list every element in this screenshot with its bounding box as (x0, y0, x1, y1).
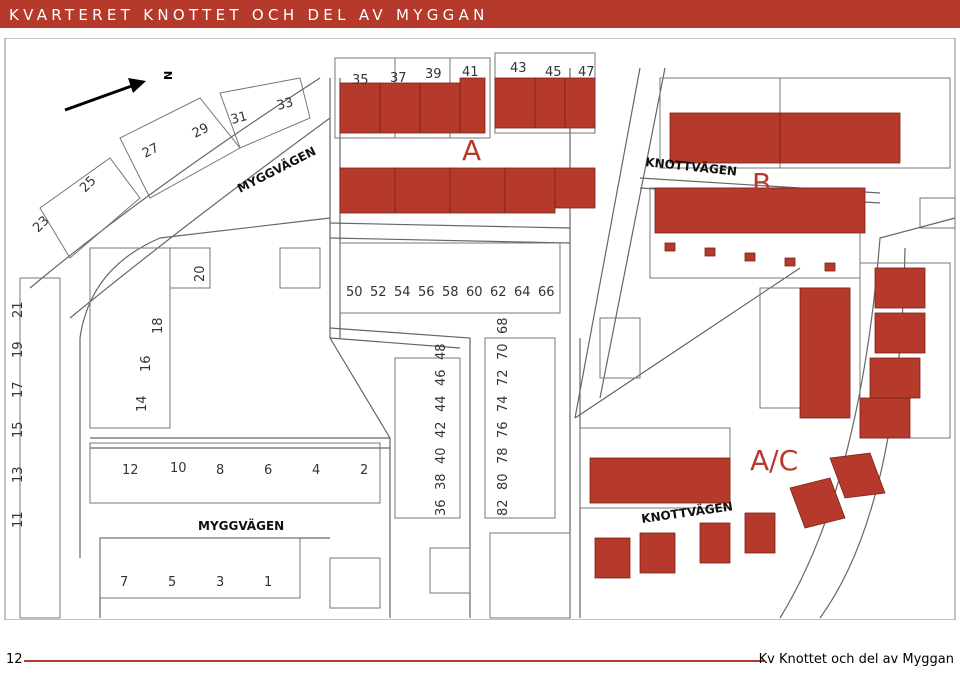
lot-number: 76 (496, 421, 511, 438)
lot-number: 43 (510, 61, 527, 76)
lot-number: 13 (11, 466, 26, 483)
lot-number: 35 (352, 73, 369, 88)
lot-number: 18 (151, 317, 166, 334)
lot-number: 47 (578, 65, 595, 80)
lot-number: 14 (135, 395, 150, 412)
lot-number: 4 (312, 463, 320, 478)
lot-number: 56 (418, 285, 435, 300)
site-plan-svg: N (4, 37, 956, 621)
lot-number: 62 (490, 285, 507, 300)
lot-number: 60 (466, 285, 483, 300)
lot-number: 7 (120, 575, 128, 590)
street-label-myggvagen-south: MYGGVÄGEN (198, 518, 284, 533)
lot-number: 68 (496, 317, 511, 334)
lot-number: 80 (496, 473, 511, 490)
lot-number: 40 (434, 447, 449, 464)
lot-number: 58 (442, 285, 459, 300)
footer-title: Kv Knottet och del av Myggan (758, 652, 954, 667)
site-map: N (0, 37, 960, 621)
lot-number: 15 (11, 421, 26, 438)
lot-number: 82 (496, 499, 511, 516)
north-label: N (162, 71, 175, 80)
lot-number: 37 (390, 71, 407, 86)
lot-number: 31 (229, 109, 249, 128)
lot-number: 29 (190, 121, 212, 142)
lot-number: 41 (462, 65, 479, 80)
lot-number: 54 (394, 285, 411, 300)
lot-number: 78 (496, 447, 511, 464)
lot-number: 74 (496, 395, 511, 412)
lot-number: 2 (360, 463, 368, 478)
lot-number: 16 (139, 355, 154, 372)
lot-number: 17 (11, 381, 26, 398)
lot-number: 50 (346, 285, 363, 300)
lot-number: 20 (193, 265, 208, 282)
zone-label-a: A (462, 134, 481, 167)
lot-number: 5 (168, 575, 176, 590)
lot-number: 72 (496, 369, 511, 386)
lot-number: 70 (496, 343, 511, 360)
lot-number: 6 (264, 463, 272, 478)
building-footprints (339, 77, 926, 579)
lot-numbers: 35 37 39 41 43 45 47 50 52 54 56 58 60 6… (11, 61, 595, 590)
lot-number: 8 (216, 463, 224, 478)
lot-number: 21 (11, 301, 26, 318)
lot-number: 33 (275, 95, 295, 114)
lot-number: 12 (122, 463, 139, 478)
north-arrow-icon: N (64, 71, 175, 112)
lot-number: 11 (11, 511, 26, 528)
lot-number: 19 (11, 341, 26, 358)
lot-number: 64 (514, 285, 531, 300)
lot-number: 3 (216, 575, 224, 590)
lot-number: 52 (370, 285, 387, 300)
lot-number: 10 (170, 461, 187, 476)
lot-number: 46 (434, 369, 449, 386)
lot-number: 38 (434, 473, 449, 490)
zone-label-b: B (752, 167, 771, 200)
lot-number: 27 (140, 141, 162, 162)
lot-number: 36 (434, 499, 449, 516)
page-number: 12 (6, 652, 23, 667)
zone-label-ac: A/C (750, 444, 798, 477)
header-bar: KVARTERET KNOTTET OCH DEL AV MYGGAN (0, 0, 960, 28)
lot-number: 48 (434, 343, 449, 360)
lot-number: 44 (434, 395, 449, 412)
lot-number: 39 (425, 67, 442, 82)
page-title: KVARTERET KNOTTET OCH DEL AV MYGGAN (9, 6, 489, 24)
lot-number: 66 (538, 285, 555, 300)
lot-number: 42 (434, 421, 449, 438)
lot-number: 45 (545, 65, 562, 80)
footer-divider (24, 660, 764, 662)
lot-number: 1 (264, 575, 272, 590)
road-lines (29, 67, 956, 619)
